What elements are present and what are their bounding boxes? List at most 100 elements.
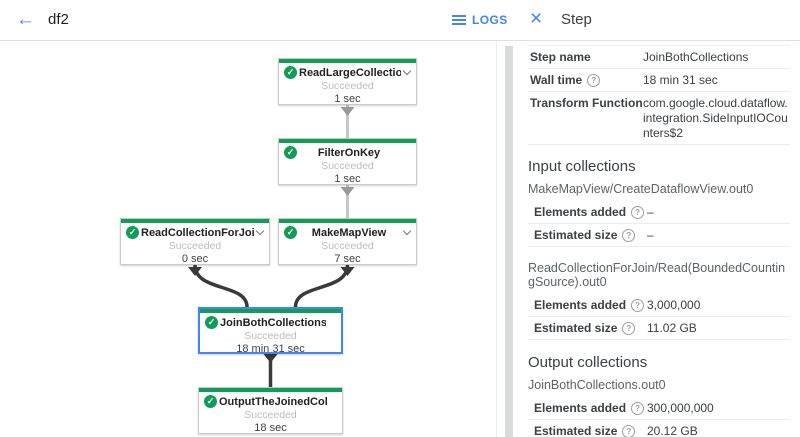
help-icon[interactable]: ? [631, 205, 645, 219]
graph-node-filteronkey[interactable]: ✓ FilterOnKey Succeeded 1 sec [278, 138, 417, 185]
node-title: FilterOnKey [317, 146, 381, 159]
elements-added-label: Elements added ? [534, 205, 647, 219]
graph-edges [188, 105, 355, 387]
input-collection-block: MakeMapView/CreateDataflowView.out0 Elem… [528, 182, 790, 247]
node-duration: 18 sec [254, 422, 287, 434]
node-status-bar [199, 388, 342, 392]
spacer [326, 317, 337, 328]
chevron-down-icon[interactable] [254, 227, 265, 238]
step-panel-title: Step [561, 11, 592, 28]
transform-function-row: Transform Function com.google.cloud.data… [528, 92, 790, 145]
top-bar: ← df2 LOGS × Step [0, 0, 800, 41]
success-check-icon: ✓ [126, 226, 139, 239]
graph-node-outputthejoined[interactable]: ✓ OutputTheJoinedCollec... Succeeded 18 … [198, 387, 343, 434]
node-status-bar [200, 309, 341, 313]
estimated-size-label-text: Estimated size [534, 228, 618, 242]
output-collection-block: JoinBothCollections.out0 Elements added … [528, 378, 790, 437]
node-status-bar [279, 139, 416, 143]
node-status: Succeeded [244, 330, 297, 342]
chevron-down-icon[interactable] [401, 67, 412, 78]
help-icon[interactable]: ? [622, 228, 636, 242]
back-arrow-icon[interactable]: ← [16, 9, 35, 30]
node-status-bar [121, 219, 269, 223]
node-duration: 0 sec [181, 253, 209, 265]
estimated-size-row: Estimated size ? – [528, 224, 790, 247]
estimated-size-label-text: Estimated size [534, 321, 618, 335]
estimated-size-row: Estimated size ? 11.02 GB [528, 317, 790, 340]
chevron-down-icon[interactable] [401, 227, 412, 238]
step-name-label: Step name [530, 50, 591, 64]
success-check-icon: ✓ [204, 395, 217, 408]
logs-button-label: LOGS [472, 13, 508, 27]
node-status: Succeeded [244, 409, 297, 421]
close-icon[interactable]: × [530, 7, 543, 30]
step-name-row: Step name JoinBothCollections [528, 45, 790, 69]
transform-function-label: Transform Function [530, 96, 643, 110]
logs-list-icon [452, 15, 466, 25]
estimated-size-label-text: Estimated size [534, 424, 618, 437]
estimated-size-row: Estimated size ? 20.12 GB [528, 420, 790, 437]
logs-button[interactable]: LOGS [452, 0, 508, 40]
elements-added-label-text: Elements added [534, 298, 627, 312]
wall-time-label-text: Wall time [530, 73, 583, 87]
wall-time-label: Wall time ? [530, 73, 643, 87]
node-status: Succeeded [321, 80, 374, 92]
help-icon[interactable]: ? [622, 321, 636, 335]
node-title: ReadCollectionForJoin [141, 226, 254, 239]
node-status: Succeeded [168, 240, 222, 252]
node-duration: 7 sec [334, 253, 361, 265]
elements-added-label-text: Elements added [534, 205, 627, 219]
node-status: Succeeded [321, 160, 374, 172]
node-duration: 1 sec [334, 173, 361, 185]
success-check-icon: ✓ [284, 66, 297, 79]
job-title: df2 [48, 11, 69, 28]
elements-added-value: 300,000,000 [647, 401, 714, 415]
success-check-icon: ✓ [284, 146, 297, 159]
estimated-size-label: Estimated size ? [534, 321, 647, 335]
elements-added-label: Elements added ? [534, 401, 647, 415]
help-icon[interactable]: ? [631, 401, 645, 415]
pipeline-graph: ✓ ReadLargeCollectionFr... Succeeded 1 s… [0, 40, 505, 437]
help-icon[interactable]: ? [622, 424, 636, 437]
panel-scrollbar[interactable] [505, 46, 513, 437]
node-duration: 1 sec [334, 93, 361, 105]
node-title: ReadLargeCollectionFr... [299, 66, 401, 79]
output-collections-heading: Output collections [528, 354, 648, 371]
node-title: MakeMapView [311, 226, 387, 239]
node-status-bar [279, 59, 416, 63]
node-title: JoinBothCollections [220, 316, 326, 329]
elements-added-row: Elements added ? 3,000,000 [528, 294, 790, 317]
elements-added-value: 3,000,000 [647, 298, 701, 312]
node-status: Succeeded [321, 240, 374, 252]
estimated-size-label: Estimated size ? [534, 424, 647, 437]
transform-function-value: com.google.cloud.dataflow.integration.Si… [643, 96, 788, 140]
success-check-icon: ✓ [284, 226, 297, 239]
graph-node-makemapview[interactable]: ✓ MakeMapView Succeeded 7 sec [278, 218, 417, 265]
help-icon[interactable]: ? [587, 73, 601, 87]
node-status-bar [279, 219, 416, 223]
help-icon[interactable]: ? [631, 298, 645, 312]
graph-node-joinbothcollections[interactable]: ✓ JoinBothCollections Succeeded 18 min 3… [198, 307, 343, 355]
input-collection-block: ReadCollectionForJoin/Read(BoundedCounti… [528, 261, 790, 340]
elements-added-value: – [647, 205, 654, 219]
success-check-icon: ✓ [205, 316, 218, 329]
node-duration: 18 min 31 sec [236, 343, 305, 355]
node-title: OutputTheJoinedCollec... [219, 395, 327, 408]
collection-name: ReadCollectionForJoin/Read(BoundedCounti… [528, 261, 786, 289]
collection-name: MakeMapView/CreateDataflowView.out0 [528, 182, 754, 196]
estimated-size-value: – [647, 228, 654, 242]
panel-divider [496, 41, 497, 437]
wall-time-value: 18 min 31 sec [643, 73, 718, 87]
input-collections-heading: Input collections [528, 158, 636, 175]
elements-added-label: Elements added ? [534, 298, 647, 312]
graph-node-readlargecollection[interactable]: ✓ ReadLargeCollectionFr... Succeeded 1 s… [278, 58, 417, 105]
spacer [327, 396, 338, 407]
elements-added-label-text: Elements added [534, 401, 627, 415]
estimated-size-value: 11.02 GB [647, 321, 697, 335]
elements-added-row: Elements added ? – [528, 201, 790, 224]
elements-added-row: Elements added ? 300,000,000 [528, 397, 790, 420]
wall-time-row: Wall time ? 18 min 31 sec [528, 69, 790, 92]
step-details-panel: Step name JoinBothCollections Wall time … [513, 40, 800, 437]
estimated-size-value: 20.12 GB [647, 424, 698, 437]
graph-node-readcollectionforjoin[interactable]: ✓ ReadCollectionForJoin Succeeded 0 sec [120, 218, 270, 265]
